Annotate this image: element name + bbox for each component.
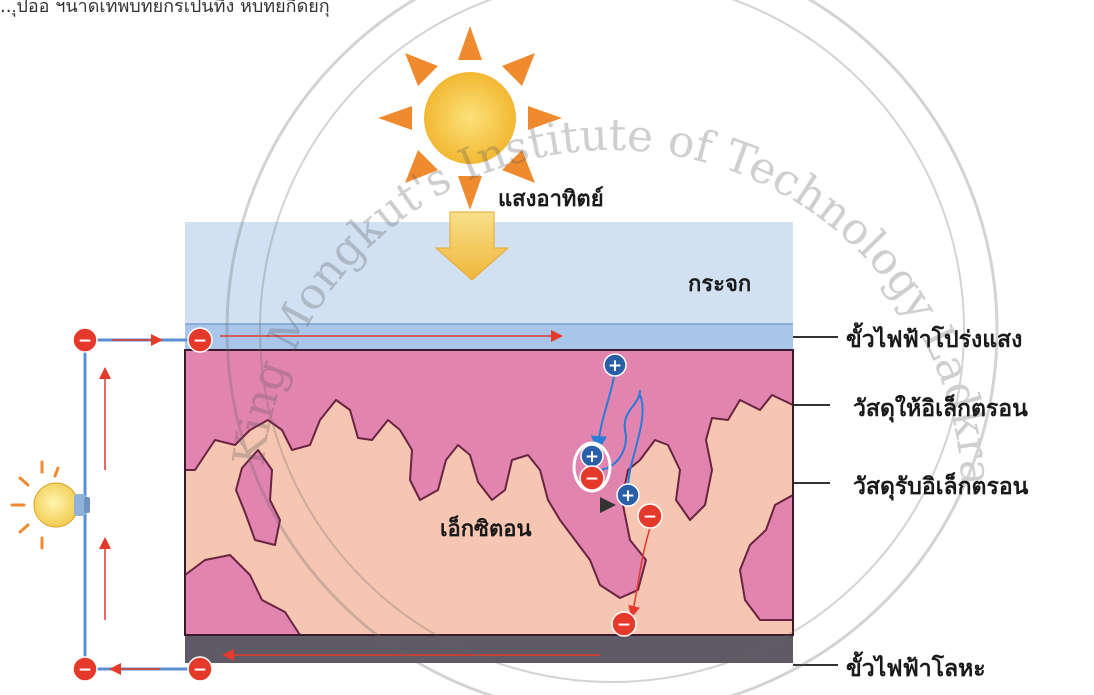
hole-symbol: + xyxy=(617,484,639,506)
hole-symbol: + xyxy=(604,354,626,376)
svg-text:−: − xyxy=(193,660,207,680)
electron-symbol: − xyxy=(73,657,97,681)
electron-donor-label: วัสดุให้อิเล็กตรอน xyxy=(853,391,1028,427)
electron-symbol: − xyxy=(73,328,97,352)
svg-text:−: − xyxy=(617,615,631,635)
transparent-electrode-label: ขั้วไฟฟ้าโปร่งแสง xyxy=(846,322,1022,358)
electron-symbol: − xyxy=(188,657,212,681)
svg-text:+: + xyxy=(585,447,599,467)
electron-symbol: − xyxy=(638,504,662,528)
metal-electrode-label: ขั้วไฟฟ้าโลหะ xyxy=(846,651,986,687)
svg-text:−: − xyxy=(585,469,599,489)
electron-acceptor-label: วัสดุรับอิเล็กตรอน xyxy=(853,469,1028,505)
hole-symbol: + xyxy=(581,445,603,467)
svg-text:+: + xyxy=(608,356,622,376)
electron-symbol: − xyxy=(188,328,212,352)
light-bulb-icon xyxy=(12,462,90,548)
svg-text:−: − xyxy=(78,660,92,680)
external-circuit xyxy=(85,340,200,669)
electron-symbol: − xyxy=(580,466,604,490)
svg-text:−: − xyxy=(193,331,207,351)
exciton-label: เอ็กซิตอน xyxy=(440,511,532,546)
svg-text:−: − xyxy=(78,331,92,351)
electron-symbol: − xyxy=(612,612,636,636)
svg-text:+: + xyxy=(621,486,635,506)
sunlight-label: แสงอาทิตย์ xyxy=(498,181,604,216)
svg-text:−: − xyxy=(643,507,657,527)
glass-label: กระจก xyxy=(688,266,751,301)
